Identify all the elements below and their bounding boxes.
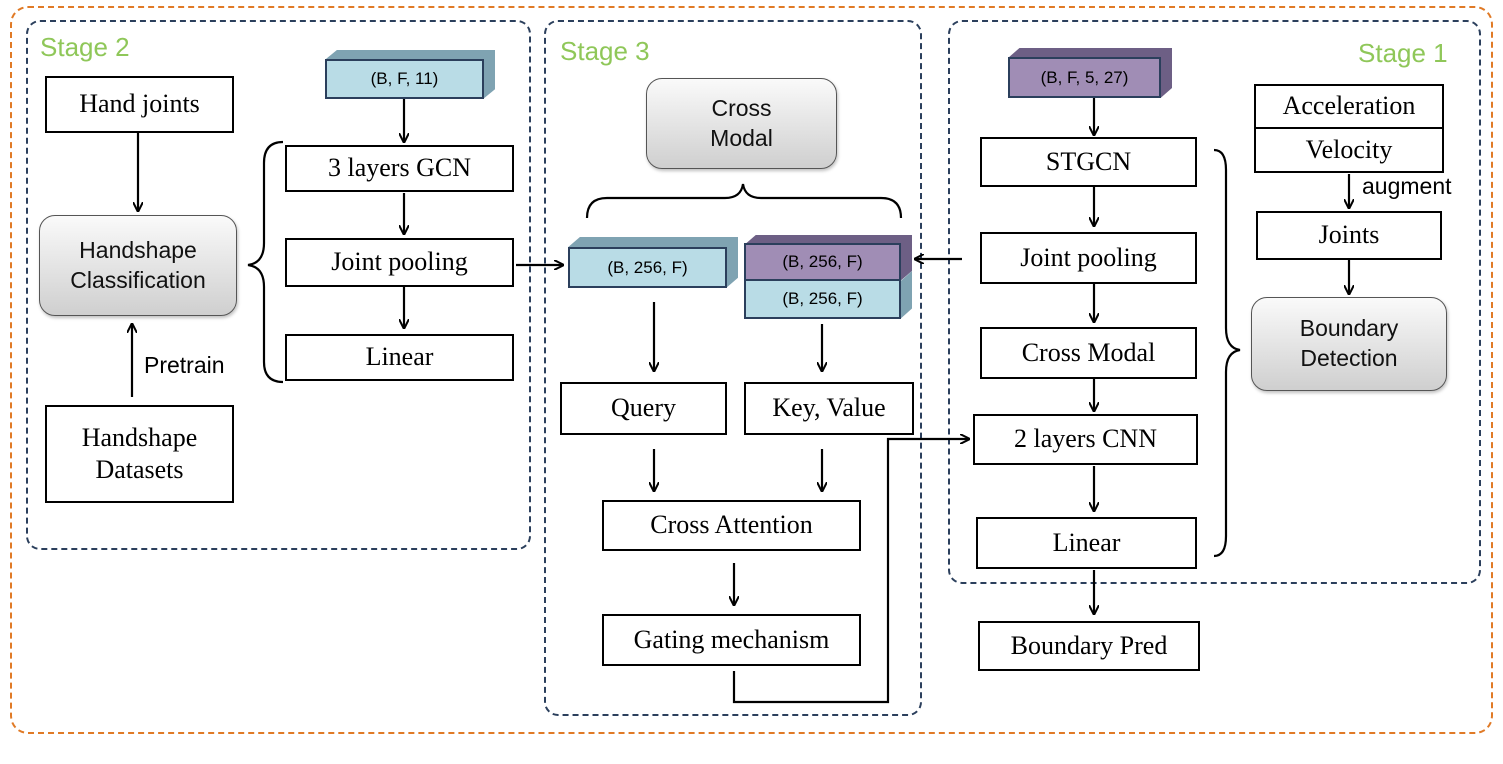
stage1-input-tensor: (B, F, 5, 27): [1008, 48, 1172, 98]
cnn-box: 2 layers CNN: [973, 414, 1198, 465]
tensor-face: (B, F, 11): [325, 59, 484, 99]
cross-attention-box: Cross Attention: [602, 500, 861, 551]
boundary-pred-box: Boundary Pred: [978, 621, 1200, 671]
cross-modal-header-box: Cross Modal: [646, 78, 837, 169]
stage3-label: Stage 3: [560, 36, 650, 66]
stage3-frame: [544, 20, 922, 716]
tensor-face: (B, 256, F): [744, 279, 901, 319]
stage2-frame: [26, 20, 531, 550]
key-value-tensor-bottom: (B, 256, F): [744, 271, 912, 319]
key-value-tensor-top: (B, 256, F): [744, 235, 912, 281]
boundary-detection-box: Boundary Detection: [1251, 297, 1447, 391]
stage2-joint-pooling-box: Joint pooling: [285, 238, 514, 287]
gcn-box: 3 layers GCN: [285, 145, 514, 192]
tensor-side: [900, 271, 912, 319]
acceleration-box: Acceleration: [1254, 84, 1444, 129]
query-tensor: (B, 256, F): [568, 237, 738, 288]
key-value-box: Key, Value: [744, 382, 914, 435]
stgcn-box: STGCN: [980, 137, 1197, 187]
handshape-datasets-box: Handshape Datasets: [45, 405, 234, 503]
stage2-label: Stage 2: [40, 32, 130, 62]
stage1-label: Stage 1: [1358, 38, 1448, 68]
joints-box: Joints: [1256, 211, 1442, 260]
stage1-cross-modal-box: Cross Modal: [980, 327, 1197, 379]
augment-label: augment: [1362, 173, 1452, 199]
gating-mechanism-box: Gating mechanism: [602, 614, 861, 666]
pretrain-label: Pretrain: [144, 352, 225, 378]
stage1-joint-pooling-box: Joint pooling: [980, 232, 1197, 284]
stage1-linear-box: Linear: [976, 517, 1197, 569]
handshape-classification-box: Handshape Classification: [39, 215, 237, 316]
stage2-input-tensor: (B, F, 11): [325, 50, 495, 99]
outer-frame: [10, 6, 1493, 734]
tensor-face: (B, 256, F): [568, 247, 727, 288]
tensor-face: (B, F, 5, 27): [1008, 57, 1161, 98]
query-box: Query: [560, 382, 727, 435]
stage2-linear-box: Linear: [285, 334, 514, 381]
hand-joints-box: Hand joints: [45, 76, 234, 133]
stage1-frame: [948, 20, 1481, 584]
velocity-box: Velocity: [1254, 127, 1444, 173]
